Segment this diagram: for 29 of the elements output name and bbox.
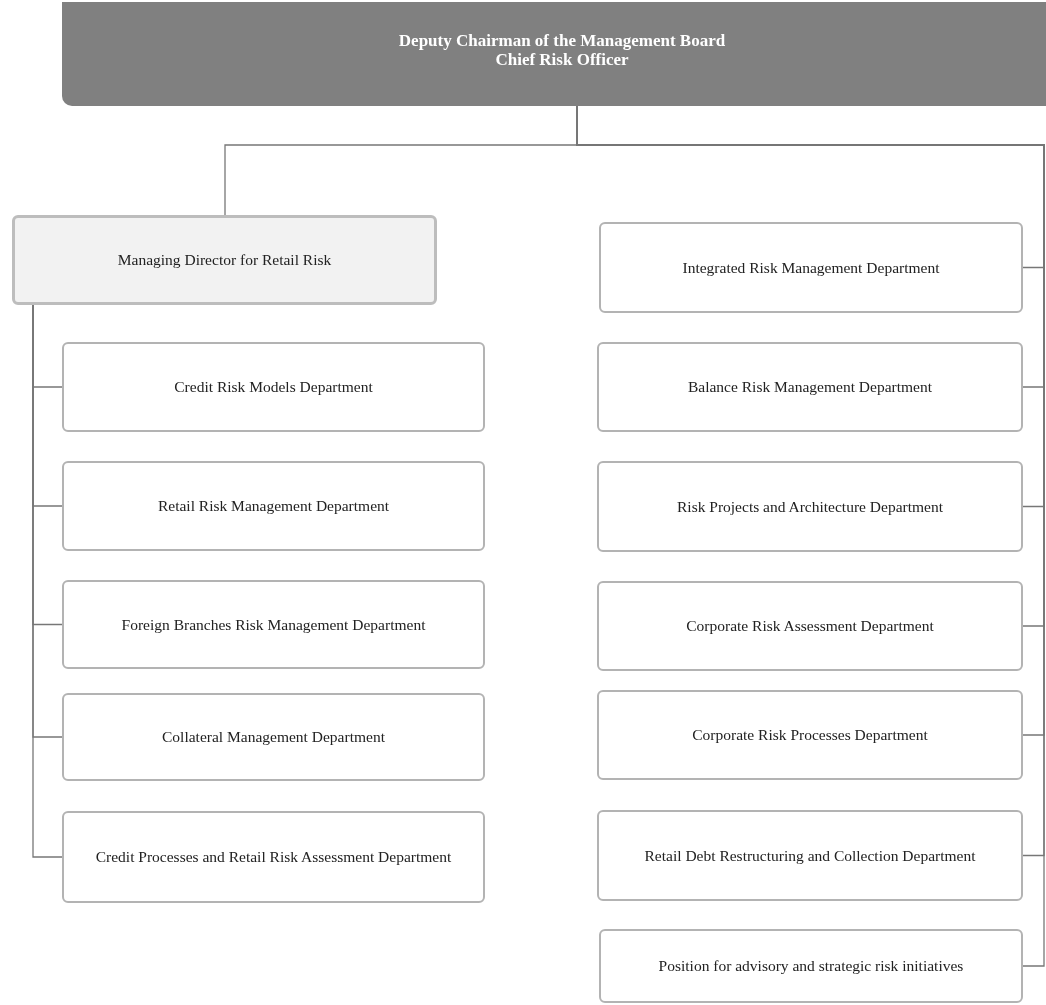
department-box [62, 693, 485, 781]
box-title: Balance Risk Management Department [687, 378, 932, 396]
department-box [597, 461, 1023, 552]
box-title: Integrated Risk Management Department [682, 258, 940, 276]
box-title: Corporate Risk Processes Department [692, 726, 928, 744]
department-box [599, 222, 1023, 313]
department-box [62, 811, 485, 903]
box-title: Collateral Management Department [162, 728, 385, 746]
box-title: Retail Risk Management Department [157, 497, 390, 515]
box-title: Deputy Chairman of the Management Board [398, 32, 726, 51]
box-title: Position for advisory and strategic risk initiatives [658, 957, 964, 975]
header-box [62, 2, 1046, 106]
department-box [62, 342, 485, 432]
department-box [62, 580, 485, 669]
box-title: Corporate Risk Assessment Department [686, 617, 934, 635]
box-title: Credit Risk Models Department [174, 378, 373, 396]
department-box [599, 929, 1023, 1003]
box-title: Chief Risk Officer [495, 50, 629, 70]
box-title: Retail Debt Restructuring and Collection Department [644, 846, 976, 864]
department-box [12, 215, 437, 305]
department-box [597, 581, 1023, 671]
department-box [597, 342, 1023, 432]
box-title: Credit Processes and Retail Risk Assessment Department [95, 848, 452, 866]
box-title: Foreign Branches Risk Management Department [121, 615, 426, 633]
department-box [597, 810, 1023, 901]
box-title: Managing Director for Retail Risk [117, 251, 332, 269]
box-title: Risk Projects and Architecture Department [677, 497, 943, 515]
department-box [62, 461, 485, 551]
department-box [597, 690, 1023, 780]
